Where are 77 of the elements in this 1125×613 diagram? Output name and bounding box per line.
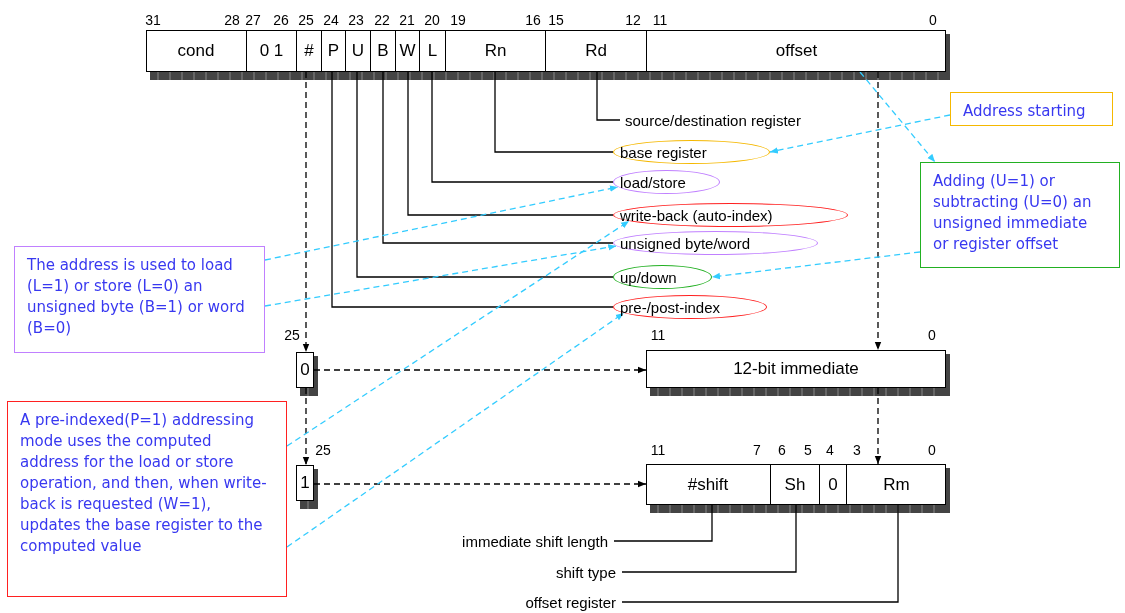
field-label: shift type	[480, 561, 622, 583]
bit-number: 27	[245, 12, 261, 28]
arrow	[313, 480, 647, 488]
bit-field: P	[321, 31, 345, 71]
register-box	[646, 464, 946, 505]
bit-number: 22	[374, 12, 390, 28]
bit-number: 3	[853, 442, 861, 458]
bit-number: 25	[315, 442, 331, 458]
bit-number: 0	[928, 327, 936, 343]
arrow	[874, 71, 882, 351]
callout-note: Address starting	[950, 92, 1113, 126]
arrow	[769, 114, 951, 154]
leader-line	[382, 71, 614, 244]
bit-number: 0	[929, 12, 937, 28]
bit-field: Rd	[545, 31, 646, 71]
bit-field: W	[395, 31, 419, 71]
leader-line	[621, 504, 797, 573]
leader-line	[613, 504, 713, 542]
field-label: immediate shift length	[400, 530, 614, 552]
field-box: 12-bit immediate	[646, 350, 946, 388]
field-label: source/destination register	[620, 108, 865, 132]
bit-number: 23	[348, 12, 364, 28]
field-box: 0	[296, 352, 314, 388]
bit-field: #shift	[646, 465, 770, 504]
arrow	[711, 251, 921, 280]
leader-line	[431, 71, 614, 183]
bit-number: 24	[323, 12, 339, 28]
bit-number: 19	[450, 12, 466, 28]
bit-field: offset	[646, 31, 946, 71]
callout-note: The address is used to load (L=1) or store (L=0) an unsigned byte (B=1) or word (B=0)	[14, 246, 265, 353]
bit-number: 6	[778, 442, 786, 458]
bit-number: 26	[273, 12, 289, 28]
bit-field: B	[370, 31, 395, 71]
leader-line	[596, 71, 621, 121]
bit-number: 31	[145, 12, 161, 28]
arrow	[264, 185, 619, 261]
register-box	[146, 30, 946, 72]
arrow	[859, 71, 936, 163]
arrow	[302, 71, 310, 353]
bit-field: L	[419, 31, 445, 71]
bit-number: 5	[804, 442, 812, 458]
bit-field: Sh	[770, 465, 819, 504]
bit-number: 21	[399, 12, 415, 28]
bit-number: 20	[424, 12, 440, 28]
bit-field: #	[296, 31, 321, 71]
bit-number: 11	[652, 12, 668, 28]
bit-number: 25	[284, 327, 300, 343]
bit-field: Rn	[445, 31, 545, 71]
bit-number: 7	[753, 442, 761, 458]
arrow	[874, 387, 882, 465]
callout-note: Adding (U=1) or subtracting (U=0) an unsigned immediate or register offset	[920, 162, 1120, 268]
arrow	[264, 244, 617, 307]
bit-number: 16	[525, 12, 541, 28]
bit-field: Rm	[846, 465, 946, 504]
bit-number: 25	[298, 12, 314, 28]
bit-number: 28	[224, 12, 240, 28]
arrow	[302, 387, 310, 466]
bit-number: 11	[650, 442, 666, 458]
bit-field: 0 1	[246, 31, 296, 71]
leader-line	[407, 71, 614, 216]
bit-field: cond	[146, 31, 246, 71]
bit-number: 0	[928, 442, 936, 458]
leader-line	[621, 504, 899, 603]
bit-number: 15	[548, 12, 564, 28]
bit-number: 12	[625, 12, 641, 28]
field-box: 1	[296, 465, 314, 501]
field-label: offset register	[440, 591, 622, 613]
callout-note: A pre-indexed(P=1) addressing mode uses the computed address for the load or store operation, and then, when write-back is requested (W=1), updates the base register to the computed value	[7, 401, 287, 597]
leader-line	[494, 71, 614, 153]
arrow	[313, 366, 647, 374]
leader-line	[356, 71, 614, 278]
bit-field: U	[345, 31, 370, 71]
bit-field: 0	[819, 465, 846, 504]
bit-number: 4	[826, 442, 834, 458]
arrow	[286, 220, 630, 447]
bit-number: 11	[650, 327, 666, 343]
leader-line	[331, 71, 614, 308]
